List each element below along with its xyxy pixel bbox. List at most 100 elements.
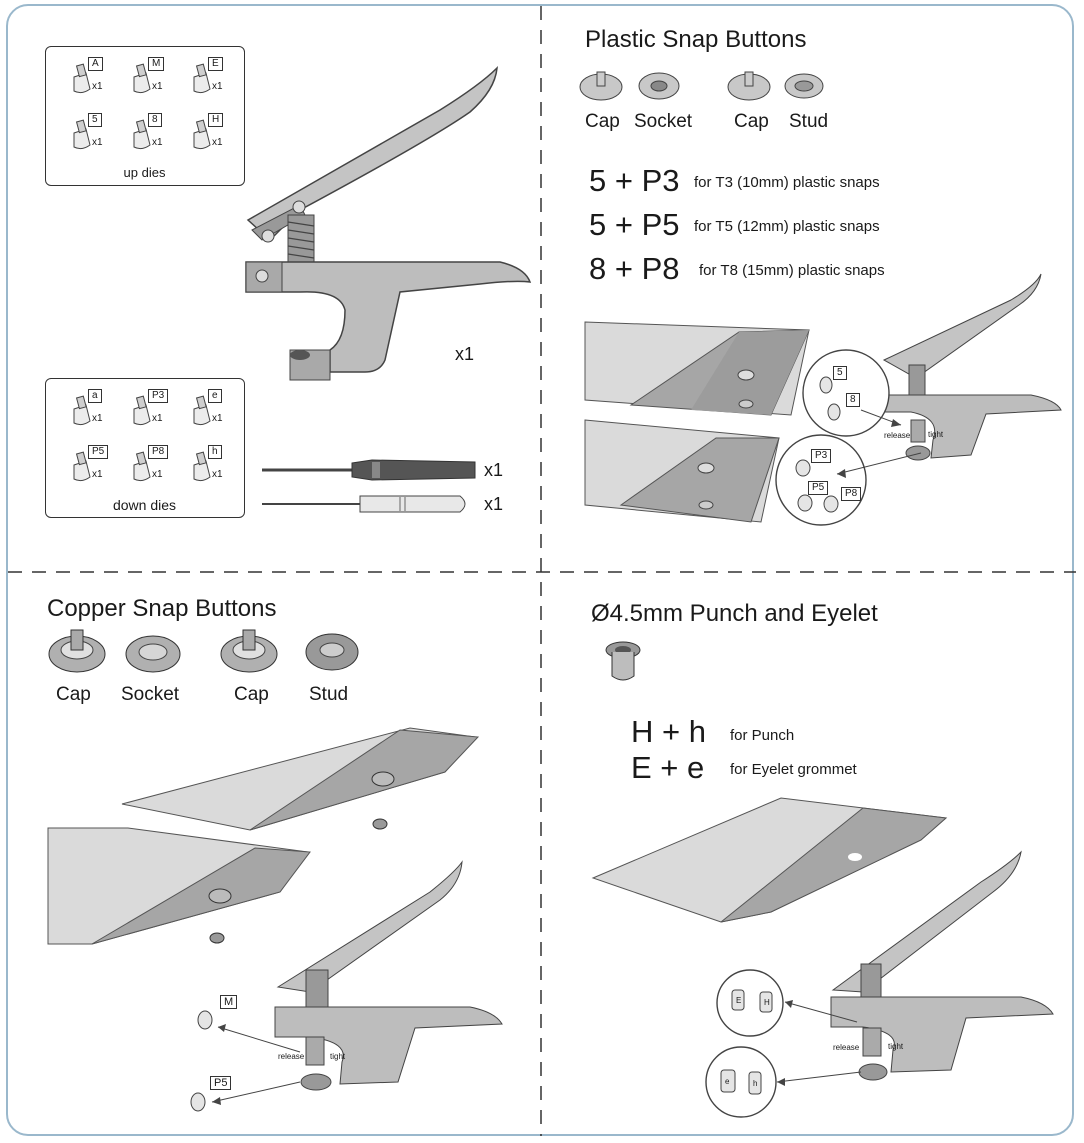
die-icon <box>133 63 151 94</box>
down-die-tag: P5 <box>210 1076 232 1090</box>
plastic-part-label: Cap <box>585 111 620 132</box>
copper-part-label: Cap <box>56 684 91 705</box>
die-quantity: x1 <box>212 413 223 424</box>
combo-description: for Punch <box>730 727 795 744</box>
die-quantity: x1 <box>92 413 103 424</box>
die-tag: P3 <box>148 389 169 403</box>
down-die: P3 x1 <box>128 387 184 431</box>
up-die-tag: M <box>220 995 238 1009</box>
tight-label: tight <box>330 1052 346 1061</box>
up-die: 8 x1 <box>128 111 184 155</box>
copper-part-label: Stud <box>309 684 349 705</box>
release-label: release <box>278 1052 305 1061</box>
die-quantity: x1 <box>152 413 163 424</box>
die-quantity: x1 <box>212 469 223 480</box>
callout-die-tag: P8 <box>841 487 862 501</box>
die-tag: a <box>88 389 102 403</box>
die-quantity: x1 <box>212 137 223 148</box>
release-label: release <box>884 431 911 440</box>
down-die: h x1 <box>188 443 244 487</box>
combo-code: E + e <box>631 750 705 785</box>
die-quantity: x1 <box>152 81 163 92</box>
die-tag: h <box>208 445 222 459</box>
die-quantity: x1 <box>152 137 163 148</box>
down-dies-caption: down dies <box>112 497 177 513</box>
down-die: P8 x1 <box>128 443 184 487</box>
die-quantity: x1 <box>152 469 163 480</box>
die-icon <box>73 119 91 150</box>
die-tag: e <box>208 389 222 403</box>
plastic-fabric-illustration <box>584 273 1062 526</box>
copper-part-label: Socket <box>121 684 180 705</box>
die-quantity: x1 <box>92 137 103 148</box>
combo-description: for Eyelet grommet <box>730 761 857 778</box>
callout-die-tag: P3 <box>811 449 832 463</box>
die-tag: A <box>88 57 103 71</box>
die-quantity: x1 <box>92 81 103 92</box>
combo-description: for T5 (12mm) plastic snaps <box>694 218 880 235</box>
punch-eyelet-title: Ø4.5mm Punch and Eyelet <box>591 600 878 627</box>
combo-description: for T8 (15mm) plastic snaps <box>699 262 885 279</box>
quadrant-copper-snaps: Copper Snap Buttons Cap Socket Cap Stud … <box>0 572 541 1143</box>
die-icon <box>133 119 151 150</box>
combo-code: 5 + P5 <box>589 207 680 242</box>
eyelet-icon <box>605 641 641 681</box>
callout-die-tag: 5 <box>833 366 847 380</box>
die-icon <box>193 119 211 150</box>
die-icon <box>193 395 211 426</box>
snap-pliers-illustration <box>245 66 532 381</box>
tight-label: tight <box>888 1042 904 1051</box>
callout-die-tag: 8 <box>846 393 860 407</box>
die-tag: 8 <box>148 113 162 127</box>
die-tag: E <box>208 57 223 71</box>
die-icon <box>193 451 211 482</box>
release-label: release <box>833 1043 860 1052</box>
outer-frame <box>6 4 1074 1136</box>
awl-illustration <box>262 495 466 513</box>
punch-fabric-illustration <box>591 797 1054 1118</box>
die-icon <box>133 451 151 482</box>
die-quantity: x1 <box>92 469 103 480</box>
lower-circle-tag: e <box>725 1077 730 1086</box>
upper-circle-tag: H <box>764 998 770 1007</box>
die-tag: H <box>208 113 224 127</box>
combo-code: H + h <box>631 714 706 749</box>
die-icon <box>193 63 211 94</box>
plastic-part-label: Stud <box>789 111 829 132</box>
screwdriver-quantity: x1 <box>484 460 504 480</box>
plastic-part-label: Socket <box>634 111 693 132</box>
die-tag: P8 <box>148 445 169 459</box>
up-dies-caption: up dies <box>123 165 166 180</box>
plastic-parts-icons <box>579 71 824 101</box>
copper-snaps-title: Copper Snap Buttons <box>47 595 277 622</box>
up-die: 5 x1 <box>68 111 124 155</box>
copper-parts-icons <box>48 629 359 673</box>
combo-code: 8 + P8 <box>589 251 680 286</box>
lower-circle-tag: h <box>753 1079 758 1088</box>
die-tag: 5 <box>88 113 102 127</box>
combo-description: for T3 (10mm) plastic snaps <box>694 174 880 191</box>
die-icon <box>73 451 91 482</box>
awl-quantity: x1 <box>484 494 504 514</box>
die-icon <box>73 395 91 426</box>
tight-label: tight <box>928 430 944 439</box>
quadrant-plastic-snaps: Plastic Snap Buttons Cap Socket Cap Stud… <box>541 0 1084 572</box>
copper-part-label: Cap <box>234 684 269 705</box>
pliers-quantity: x1 <box>455 344 475 364</box>
die-quantity: x1 <box>212 81 223 92</box>
plastic-part-label: Cap <box>734 111 769 132</box>
down-die: e x1 <box>188 387 244 431</box>
quadrant-punch-eyelet: Ø4.5mm Punch and Eyelet H + h for Punch … <box>541 572 1084 1143</box>
callout-die-tag: P5 <box>808 481 829 495</box>
copper-fabric-illustration <box>47 727 503 1112</box>
down-die: a x1 <box>68 387 124 431</box>
upper-circle-tag: E <box>736 996 742 1005</box>
